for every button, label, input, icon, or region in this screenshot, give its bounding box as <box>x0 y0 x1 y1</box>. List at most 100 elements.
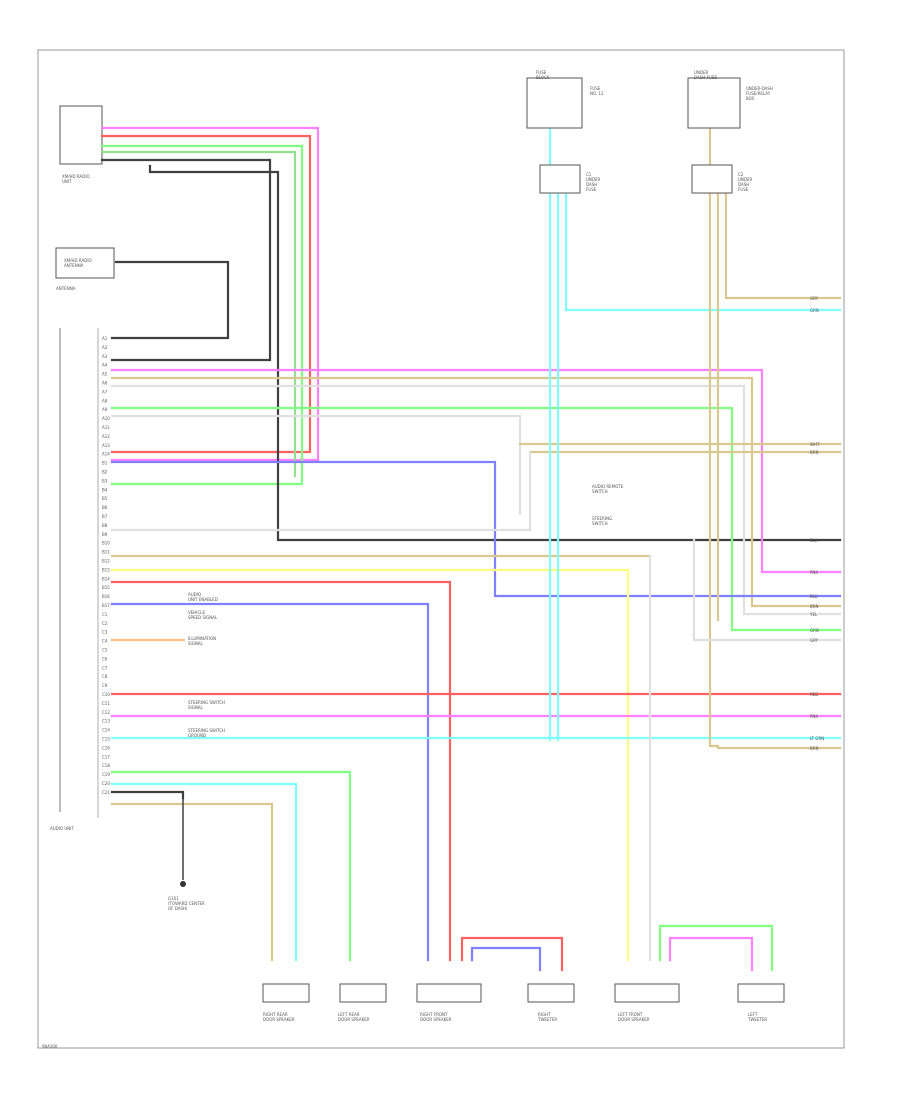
audio-pin-C15: C15 <box>102 737 110 742</box>
audio-pin-B1: B1 <box>102 461 108 466</box>
audio-pin-B17: B17 <box>102 603 110 608</box>
right-terminal-3: BRN <box>810 450 819 455</box>
wire-blue-19 <box>110 602 430 962</box>
audio-pin-B3: B3 <box>102 478 108 483</box>
wire-tan-30 <box>724 188 842 300</box>
wire-lightgray-11 <box>110 414 522 516</box>
audio-pin-C5: C5 <box>102 648 108 653</box>
wire-cyan-27 <box>564 188 842 312</box>
wire-black-6 <box>110 260 230 340</box>
audio-pin-C1: C1 <box>102 612 108 617</box>
audio-pin-labels: A1A2A3A4A5A6A7A8A9A10A11A12A13A14B1B2B3B… <box>102 336 110 795</box>
audio-pin-C4: C4 <box>102 639 108 644</box>
audio-pin-A10: A10 <box>102 416 110 421</box>
audio-pin-A3: A3 <box>102 354 108 359</box>
right-terminal-11: RED <box>810 692 818 697</box>
left-fuse-box <box>687 77 741 129</box>
audio-pin-A8: A8 <box>102 398 108 403</box>
right-terminal-1: GRN <box>810 308 819 313</box>
audio-pin-B15: B15 <box>102 585 110 590</box>
audio-pin-C7: C7 <box>102 665 108 670</box>
audio-pin-C18: C18 <box>102 763 110 768</box>
left-rear-speaker-box <box>339 983 387 1003</box>
wire-red-35 <box>460 936 564 972</box>
wire-pink-7 <box>110 368 842 574</box>
wire-cyan-32 <box>110 782 298 962</box>
audio-pin-B4: B4 <box>102 487 108 492</box>
audio-pin-C12: C12 <box>102 710 110 715</box>
audio-pin-B2: B2 <box>102 470 108 475</box>
left-tweeter-box <box>737 983 785 1003</box>
audio-pin-A2: A2 <box>102 345 108 350</box>
audio-pin-B12: B12 <box>102 559 110 564</box>
right-rear-speaker-box <box>262 983 310 1003</box>
right-terminal-13: LT GRN <box>810 736 824 741</box>
audio-pin-A13: A13 <box>102 443 110 448</box>
wire-black-33 <box>110 790 185 800</box>
right-terminal-10: GRY <box>810 638 819 643</box>
right-mid-box <box>539 164 581 194</box>
audio-pin-A7: A7 <box>102 389 108 394</box>
audio-pin-C3: C3 <box>102 630 108 635</box>
audio-pin-B11: B11 <box>102 550 110 555</box>
audio-pin-C14: C14 <box>102 728 110 733</box>
right-terminal-9: GRN <box>810 628 819 633</box>
right-terminal-5: PNK <box>810 570 818 575</box>
right-terminal-4: BLK <box>810 538 818 543</box>
wire-green-10 <box>110 406 842 632</box>
audio-pin-C10: C10 <box>102 692 110 697</box>
audio-pin-B8: B8 <box>102 523 108 528</box>
audio-pin-A14: A14 <box>102 452 110 457</box>
figure-id: 98A300 <box>42 1044 58 1049</box>
antenna-box <box>55 247 115 279</box>
audio-pin-B13: B13 <box>102 567 110 572</box>
audio-pin-C11: C11 <box>102 701 110 706</box>
wire-lightgreen-3 <box>100 150 297 478</box>
right-terminal-14: BRN <box>810 746 819 751</box>
audio-pin-C16: C16 <box>102 745 110 750</box>
ground-point <box>180 881 186 887</box>
audio-pin-C9: C9 <box>102 683 108 688</box>
left-front-speaker-box <box>614 983 680 1003</box>
wire-black-5 <box>100 158 272 362</box>
audio-pin-B9: B9 <box>102 532 108 537</box>
wire-lightgray-15 <box>110 450 532 532</box>
audio-pin-B16: B16 <box>102 594 110 599</box>
right-terminal-8: YEL <box>809 612 818 617</box>
wire-green-37 <box>658 924 774 972</box>
wire-tan-8 <box>110 376 842 608</box>
audio-pin-B10: B10 <box>102 541 110 546</box>
audio-pin-C20: C20 <box>102 781 110 786</box>
wire-black-4 <box>148 164 842 542</box>
audio-pin-C19: C19 <box>102 772 110 777</box>
wire-lightgray-40 <box>692 538 842 642</box>
audio-pin-B7: B7 <box>102 514 108 519</box>
audio-pin-C6: C6 <box>102 656 108 661</box>
audio-pin-B6: B6 <box>102 505 108 510</box>
wire-harness <box>100 123 842 972</box>
wire-red-1 <box>100 134 312 454</box>
audio-unit-title: AUDIO UNIT <box>50 826 74 831</box>
audio-pin-A5: A5 <box>102 372 108 377</box>
